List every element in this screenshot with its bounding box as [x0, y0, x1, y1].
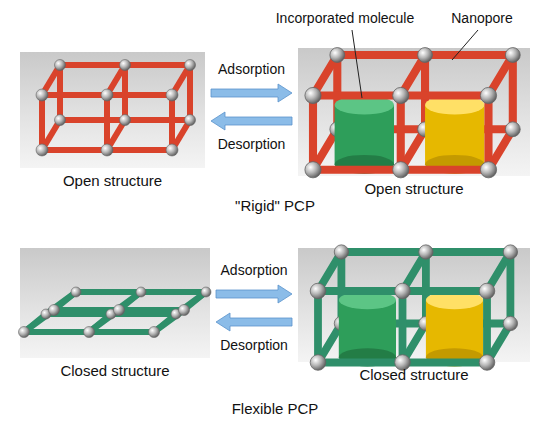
photo-panel: Closed structure	[20, 248, 210, 380]
panel-title: Flexible PCP	[232, 400, 319, 417]
panel-title: "Rigid" PCP	[235, 197, 315, 214]
arrow-label: Adsorption	[216, 61, 287, 78]
block-arrow	[211, 112, 292, 130]
callout-label: Nanopore	[451, 10, 513, 27]
photo-panel: Open structure	[20, 52, 205, 190]
block-arrow	[211, 84, 292, 102]
arrow-label: Adsorption	[219, 262, 290, 279]
structure-caption: Open structure	[20, 172, 205, 190]
photo-panel: Open structure	[298, 48, 530, 198]
arrow-label: Desorption	[216, 136, 288, 153]
block-arrow	[216, 285, 292, 303]
structure-caption: Open structure	[298, 180, 530, 198]
block-arrow	[216, 313, 292, 331]
photo-panel: Closed structure	[298, 248, 530, 384]
leader-line	[452, 30, 478, 60]
callout-label: Incorporated molecule	[276, 10, 415, 27]
structure-caption: Closed structure	[20, 362, 210, 380]
arrow-label: Desorption	[218, 337, 290, 354]
structure-caption: Closed structure	[298, 366, 530, 384]
leader-line	[352, 30, 362, 98]
